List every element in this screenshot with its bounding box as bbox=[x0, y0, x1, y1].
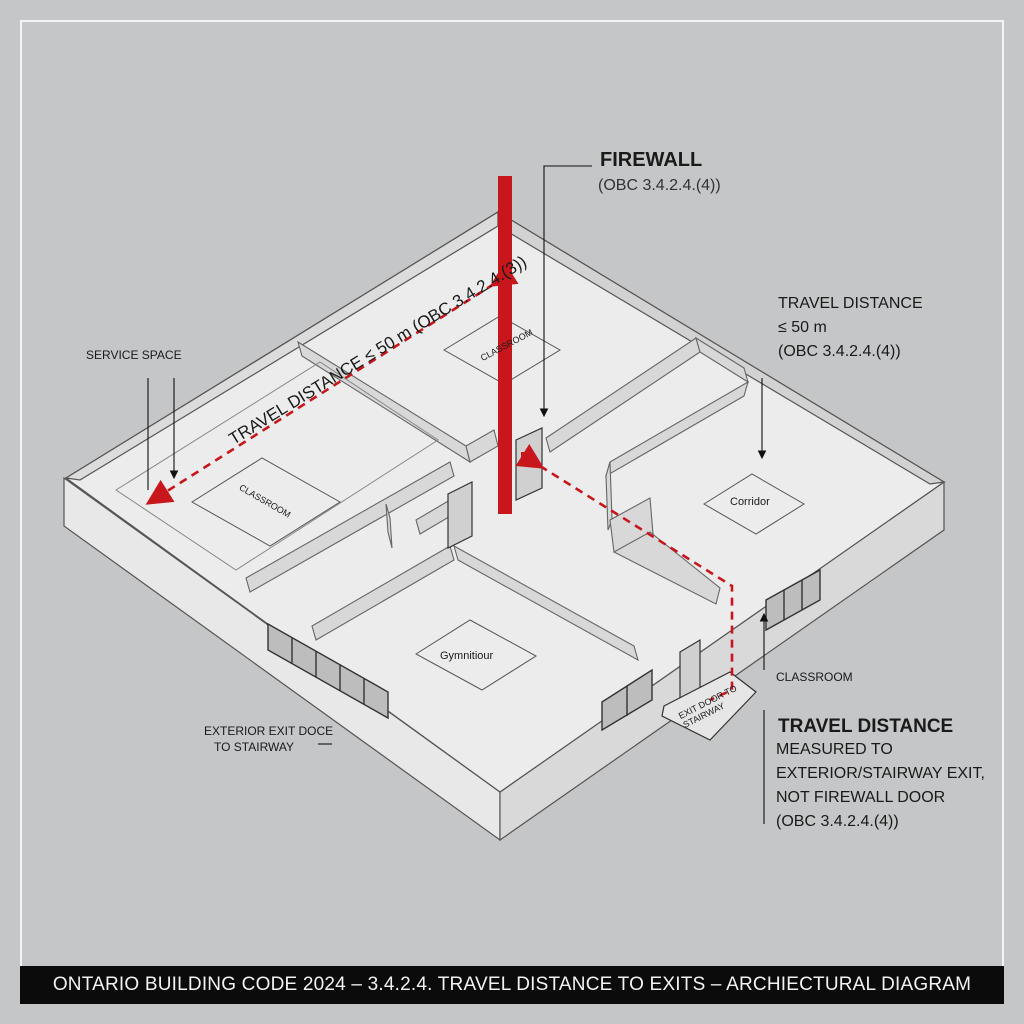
travel-right-line3: (OBC 3.4.2.4.(4)) bbox=[778, 343, 901, 360]
travel-right-line1: TRAVEL DISTANCE bbox=[778, 295, 923, 312]
room-label-gymnasium: Gymnitiour bbox=[440, 650, 494, 662]
travel-note-line2: EXTERIOR/STAIRWAY EXIT, bbox=[776, 765, 985, 782]
firewall-title: FIREWALL bbox=[600, 149, 703, 171]
travel-right-line2: ≤ 50 m bbox=[778, 319, 827, 336]
travel-note-line1: MEASURED TO bbox=[776, 741, 893, 758]
room-label-corridor: Corridor bbox=[730, 496, 770, 508]
windows bbox=[267, 568, 821, 732]
classroom-callout: CLASSROOM bbox=[776, 670, 853, 684]
title-bar: ONTARIO BUILDING CODE 2024 – 3.4.2.4. TR… bbox=[20, 966, 1004, 1004]
travel-paths bbox=[145, 261, 734, 702]
travel-note-line3: NOT FIREWALL DOOR bbox=[776, 789, 946, 806]
service-space-label: SERVICE SPACE bbox=[86, 348, 182, 362]
title-bar-text: ONTARIO BUILDING CODE 2024 – 3.4.2.4. TR… bbox=[52, 974, 972, 995]
travel-note-title: TRAVEL DISTANCE bbox=[778, 716, 954, 737]
leader-lines bbox=[147, 165, 769, 824]
travel-note-line4: (OBC 3.4.2.4.(4)) bbox=[776, 813, 899, 830]
exterior-exit-line1: EXTERIOR EXIT DOCE bbox=[204, 724, 334, 738]
firewall-ref: (OBC 3.4.2.4.(4)) bbox=[598, 177, 721, 194]
exterior-exit-line2: TO STAIRWAY bbox=[214, 740, 295, 754]
